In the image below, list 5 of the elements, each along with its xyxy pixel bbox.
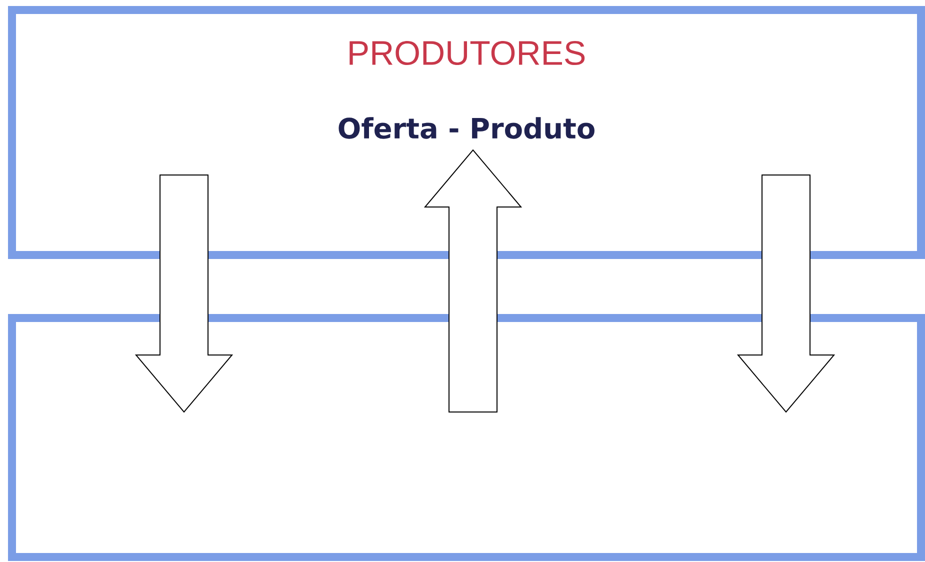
block-arrow: [736, 174, 836, 413]
block-arrow: [424, 149, 522, 412]
panel-box: [8, 314, 925, 561]
block-arrow: [134, 174, 234, 413]
panel-box: PRODUTORES Oferta - Produto: [8, 6, 925, 259]
